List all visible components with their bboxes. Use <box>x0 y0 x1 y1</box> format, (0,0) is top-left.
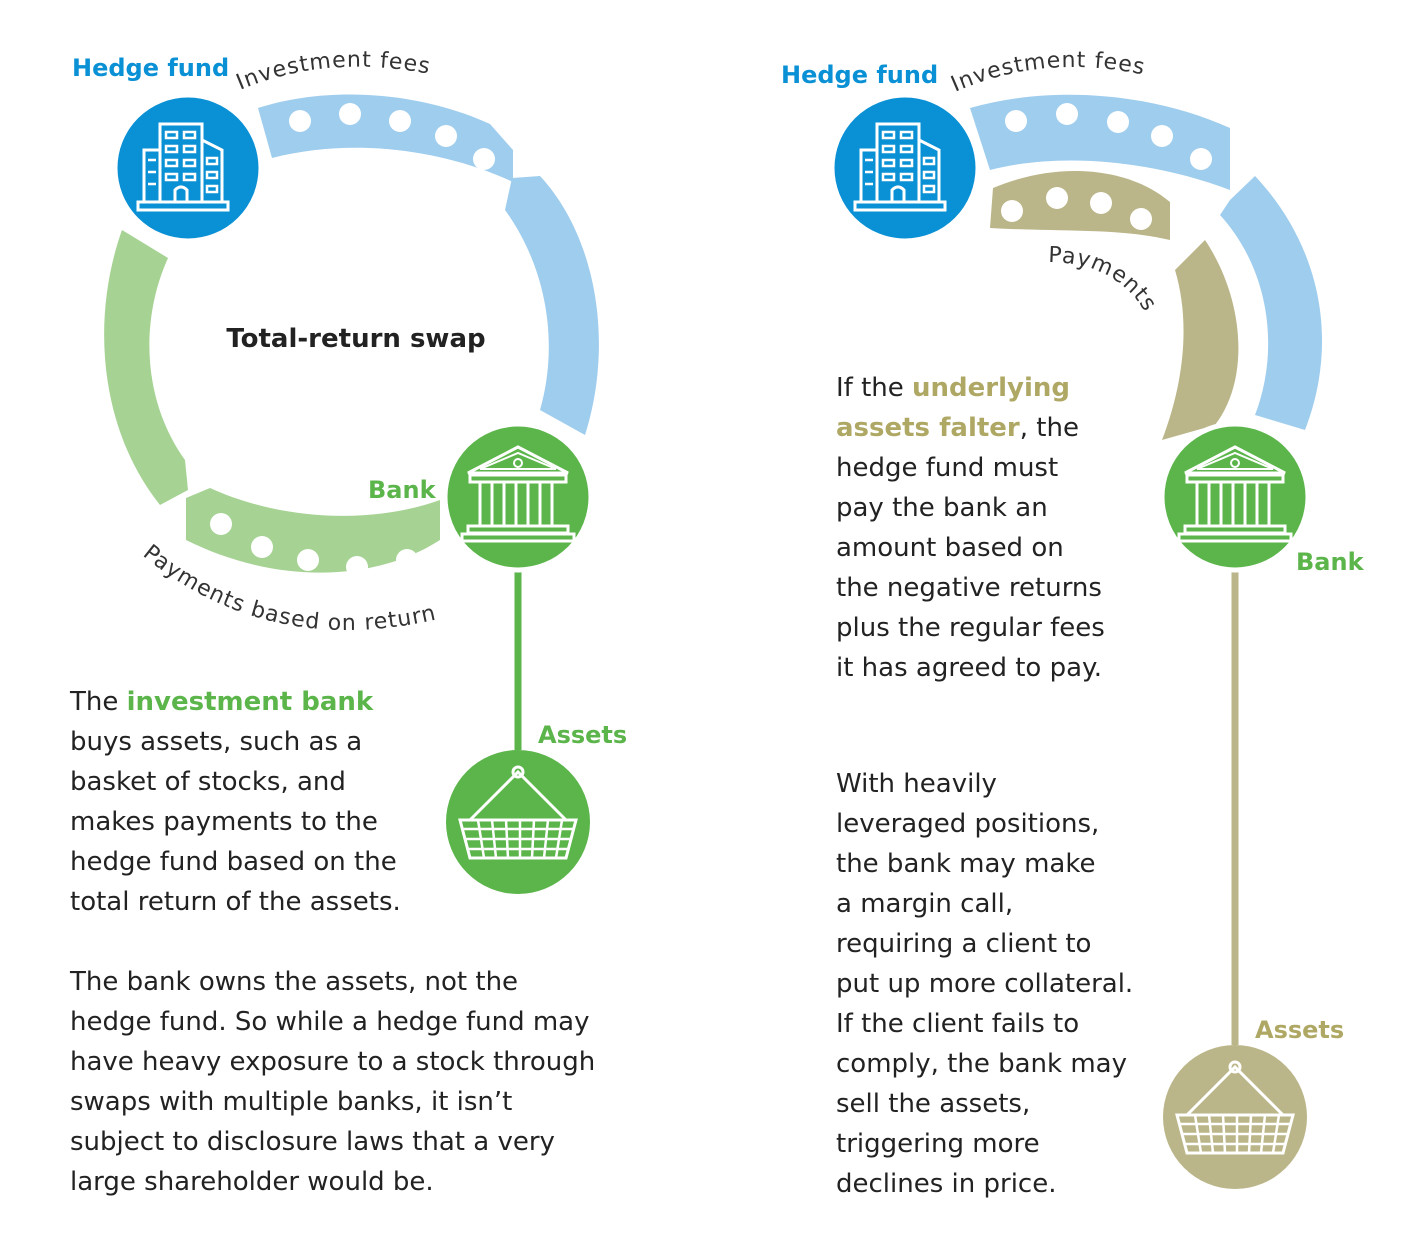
fee-dot <box>1056 103 1078 125</box>
right-paragraph-2-line: requiring a client to <box>836 929 1092 959</box>
plain-text: If the <box>836 373 913 403</box>
right-paragraph-1-line: the negative returns <box>836 573 1102 603</box>
hedge-fund-circle <box>829 92 981 244</box>
investment-fees-label-path: Investment fees <box>233 48 432 96</box>
underlying-highlight: underlying <box>912 373 1071 403</box>
left-paragraph-1-line: The investment bank <box>70 682 470 722</box>
returns-dot <box>251 536 273 558</box>
left-paragraph-2-line: swaps with multiple banks, it isn’t <box>70 1087 513 1117</box>
hedge-fund-circle <box>112 92 264 244</box>
investment-fees-label: Investment fees <box>948 48 1148 98</box>
investment-fees-arrow-right <box>505 176 599 435</box>
hedge-fund-node <box>829 92 981 244</box>
left-paragraph-1-line: buys assets, such as a <box>70 727 363 757</box>
left-paragraph-2-line: The bank owns the assets, not the <box>70 967 519 997</box>
right-paragraph-2-line: the bank may make <box>836 849 1096 879</box>
hedge-fund-node <box>112 92 264 244</box>
fee-dot <box>1151 125 1173 147</box>
fee-dot <box>339 103 361 125</box>
bank-node <box>442 421 594 573</box>
assets-label: Assets <box>1255 1016 1344 1044</box>
returns-arrow-left <box>104 230 188 505</box>
returns-dot <box>396 549 418 571</box>
left-paragraph-1-line: hedge fund based on the <box>70 847 397 877</box>
returns-dot <box>297 549 319 571</box>
payments-dot <box>1130 208 1152 230</box>
right-swap-path: Hedge fund Bank Assets Investment fees P… <box>781 48 1365 1189</box>
fee-dot <box>473 148 495 170</box>
investment-fees-label-path: Investment fees <box>948 48 1147 98</box>
swap-title: Total-return swap <box>226 324 485 354</box>
fee-dot <box>1107 111 1129 133</box>
payments-label: Payments <box>1048 243 1162 316</box>
left-paragraph-2-line: subject to disclosure laws that a very <box>70 1127 555 1157</box>
fee-dot <box>1190 148 1212 170</box>
payments-arrow-top-right <box>990 171 1170 240</box>
investment-bank-highlight: investment bank <box>126 687 374 717</box>
right-paragraph-1-line: plus the regular fees <box>836 613 1105 643</box>
bank-label: Bank <box>1296 548 1365 576</box>
right-paragraph-2-line: comply, the bank may <box>836 1049 1127 1079</box>
right-paragraph-2-line: a margin call, <box>836 889 1014 919</box>
returns-dot <box>346 556 368 578</box>
left-paragraph-1-line: total return of the assets. <box>70 887 401 917</box>
fee-dot <box>435 125 457 147</box>
right-paragraph-2-line: put up more collateral. <box>836 969 1134 999</box>
left-paragraph-2-line: large shareholder would be. <box>70 1167 434 1197</box>
right-paragraph-2-line: leveraged positions, <box>836 809 1100 839</box>
left-paragraph-2: The bank owns the assets, not the hedge … <box>70 962 630 1202</box>
assets-node <box>1163 1045 1307 1189</box>
returns-arrow-bottom <box>186 488 440 573</box>
assets-node <box>446 750 590 894</box>
right-paragraph-1-line: assets falter, the <box>836 408 1166 448</box>
right-paragraph-2: With heavily leveraged positions, the ba… <box>836 764 1166 1204</box>
right-paragraph-2-line: triggering more <box>836 1129 1040 1159</box>
right-paragraph-1: If the underlying assets falter, the hed… <box>836 368 1166 688</box>
fee-dot <box>389 110 411 132</box>
right-paragraph-1-line: pay the bank an <box>836 493 1048 523</box>
payments-dot <box>1001 200 1023 222</box>
investment-fees-label: Investment fees <box>233 48 433 96</box>
right-paragraph-2-line: sell the assets, <box>836 1089 1031 1119</box>
right-paragraph-1-line: hedge fund must <box>836 453 1059 483</box>
left-paragraph-2-line: have heavy exposure to a stock through <box>70 1047 596 1077</box>
right-paragraph-1-line: amount based on <box>836 533 1064 563</box>
plain-text: The <box>70 687 127 717</box>
fee-dot <box>1005 110 1027 132</box>
returns-dot <box>210 513 232 535</box>
right-paragraph-1-line: If the underlying <box>836 368 1166 408</box>
right-paragraph-1-line: it has agreed to pay. <box>836 653 1102 683</box>
fee-dot <box>289 110 311 132</box>
left-paragraph-1-line: makes payments to the <box>70 807 378 837</box>
right-paragraph-2-line: With heavily <box>836 769 997 799</box>
left-paragraph-1: The investment bank buys assets, such as… <box>70 682 470 922</box>
investment-fees-arrow-top <box>258 94 513 182</box>
assets-label: Assets <box>538 721 627 749</box>
payments-label-path: Payments <box>1048 243 1161 316</box>
payments-arrow-side-right <box>1162 240 1239 440</box>
right-paragraph-2-line: If the client fails to <box>836 1009 1080 1039</box>
bank-node <box>1159 421 1311 573</box>
hedge-fund-label: Hedge fund <box>781 61 938 89</box>
assets-falter-highlight: assets falter <box>836 413 1020 443</box>
plain-text: , the <box>1019 413 1079 443</box>
bank-label: Bank <box>368 476 437 504</box>
payments-dot <box>1090 192 1112 214</box>
left-paragraph-1-line: basket of stocks, and <box>70 767 346 797</box>
payments-dot <box>1046 187 1068 209</box>
right-paragraph-2-line: declines in price. <box>836 1169 1057 1199</box>
left-paragraph-2-line: hedge fund. So while a hedge fund may <box>70 1007 590 1037</box>
investment-fees-arrow-side-right <box>1220 176 1323 430</box>
hedge-fund-label: Hedge fund <box>72 54 229 82</box>
investment-fees-arrow-top-right <box>970 94 1230 190</box>
